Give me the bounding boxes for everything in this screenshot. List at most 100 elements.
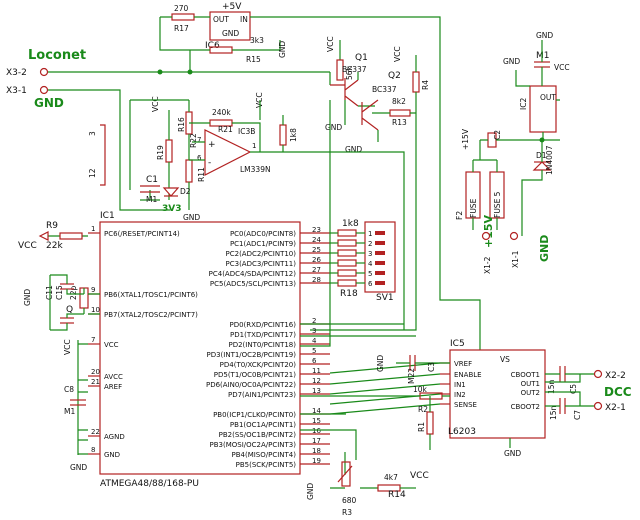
svg-text:D1: D1 [536,151,547,160]
sv1-pin [375,261,385,265]
ic1-pin-number: 14 [312,407,321,415]
sv1-pin [375,231,385,235]
svg-text:GND: GND [278,41,287,58]
svg-text:OUT: OUT [540,93,556,102]
svg-text:VCC: VCC [326,36,335,52]
svg-text:X1-2: X1-2 [483,256,492,274]
ic1-pin-label: PC5(ADC5/SCL/PCINT13) [210,280,296,288]
svg-text:15n: 15n [549,405,558,420]
terminal-x3-2 [39,67,49,77]
ic5-pin-label: IN1 [454,381,466,389]
v5-label: +5V [222,2,242,12]
svg-text:OUT: OUT [213,15,229,24]
ic1-pin-label: VCC [104,341,119,349]
svg-text:R14: R14 [388,490,406,500]
loconet-section: Loconet GND X3-2 X3-1 [6,48,331,211]
reset-section: VCC R9 22k [18,221,88,251]
svg-text:X2-1: X2-1 [605,403,626,413]
ic1-pin-number: 22 [91,428,100,436]
ic1-pin-label: PD0(RXD/PCINT16) [229,321,296,329]
dcc-output: 15n C5 15n C7 X2-2 X2-1 DCC GND [504,366,632,458]
r3-r14: 680 R3 GND 4k7 R14 VCC [300,413,429,517]
ic1-pin-number: 15 [312,417,321,425]
svg-text:+: + [208,140,216,150]
svg-text:M22: M22 [407,368,416,384]
svg-text:GND: GND [325,123,342,132]
ic1-pin-label: AVCC [104,373,123,381]
svg-text:R2: R2 [418,405,428,414]
svg-text:D2: D2 [180,187,191,196]
svg-text:GND: GND [536,31,553,40]
svg-text:GND: GND [23,289,32,306]
ic5-pin-label: SENSE [454,401,477,409]
sv1-pin-number: 4 [368,260,373,268]
svg-text:FUSE: FUSE [469,198,478,218]
svg-text:6: 6 [197,154,202,162]
sv1-pin-number: 6 [368,280,373,288]
sv1-pin-number: 2 [368,240,372,248]
svg-text:Q2: Q2 [388,71,401,81]
ic5-pin-label: OUT1 [521,380,540,388]
port-x3-2: X3-2 [6,68,27,78]
ic1-pin-label: PB1(OC1A/PCINT1) [230,421,296,429]
ic1-body [99,221,301,475]
ic1-pin-number: 27 [312,266,321,274]
ic1-pin-label: AREF [104,383,122,391]
svg-text:1k8: 1k8 [342,219,359,229]
svg-text:680: 680 [342,496,357,505]
ic1-microcontroller: IC1 ATMEGA48/88/168-PU 1PC6(/RESET/PCINT… [88,211,330,489]
svg-text:R3: R3 [342,508,352,517]
svg-text:M1: M1 [146,195,157,204]
svg-text:1N4007: 1N4007 [545,145,554,175]
svg-text:IC3B: IC3B [238,127,255,136]
svg-text:VCC: VCC [63,339,72,355]
ic1-pin-number: 2 [312,317,316,325]
ic1-pin-label: PB7(XTAL2/TOSC2/PCINT7) [104,311,198,319]
ic6-regulator: OUT IN GND +5V IC6 270 R17 3k3 R15 GND [159,2,481,350]
ic1-pin-number: 9 [91,286,95,294]
svg-text:12: 12 [88,168,97,178]
ic1-pin-number: 10 [91,306,100,314]
svg-text:X2-2: X2-2 [605,371,626,381]
ic5-pin-label: IN2 [454,391,466,399]
port-x3-1: X3-1 [6,86,27,96]
svg-text:R15: R15 [246,55,261,64]
svg-text:3V3: 3V3 [162,204,182,214]
svg-text:R17: R17 [174,24,189,33]
r18-resistor [337,239,357,247]
ic1-pin-number: 25 [312,246,321,254]
ic1-pin-number: 16 [312,427,321,435]
r18-resistor [337,229,357,237]
power-section: VCC C8 M1 GND [63,339,88,472]
svg-text:M1: M1 [536,51,550,61]
ic1-pin-label: AGND [104,433,125,441]
ic1-pin-number: 20 [91,368,100,376]
svg-text:F2: F2 [455,211,464,220]
svg-text:C1: C1 [146,175,158,185]
svg-text:LM339N: LM339N [240,165,271,174]
sv1-pin-number: 3 [368,250,372,258]
svg-text:22p: 22p [69,285,78,300]
svg-text:240k: 240k [212,108,231,117]
svg-text:10k: 10k [413,385,428,394]
ic1-right-pins: 23PC0(ADC0/PCINT8)24PC1(ADC1/PCINT9)25PC… [206,226,330,469]
svg-text:X1-1: X1-1 [511,250,520,268]
svg-text:R4: R4 [421,80,430,90]
ic1-pin-number: 3 [312,327,316,335]
svg-text:GND: GND [504,449,521,458]
svg-text:GND: GND [538,235,551,262]
svg-text:SV1: SV1 [376,293,394,303]
ic1-pin-label: PB0(ICP1/CLKO/PCINT0) [213,411,296,419]
svg-text:15n: 15n [547,379,556,394]
ic1-pin-label: GND [104,451,120,459]
svg-text:3: 3 [88,131,97,136]
ic1-pin-label: PD7(AIN1/PCINT23) [228,391,296,399]
svg-text:VCC: VCC [554,63,570,72]
ic1-pin-label: PC3(ADC3/PCINT11) [226,260,297,268]
ic1-pin-label: PB4(MISO/PCINT4) [232,451,297,459]
ic1-pin-number: 28 [312,276,321,284]
sv1-pin [375,281,385,285]
svg-text:M1: M1 [64,407,75,416]
svg-text:GND: GND [376,355,385,372]
svg-text:3k3: 3k3 [250,36,264,45]
